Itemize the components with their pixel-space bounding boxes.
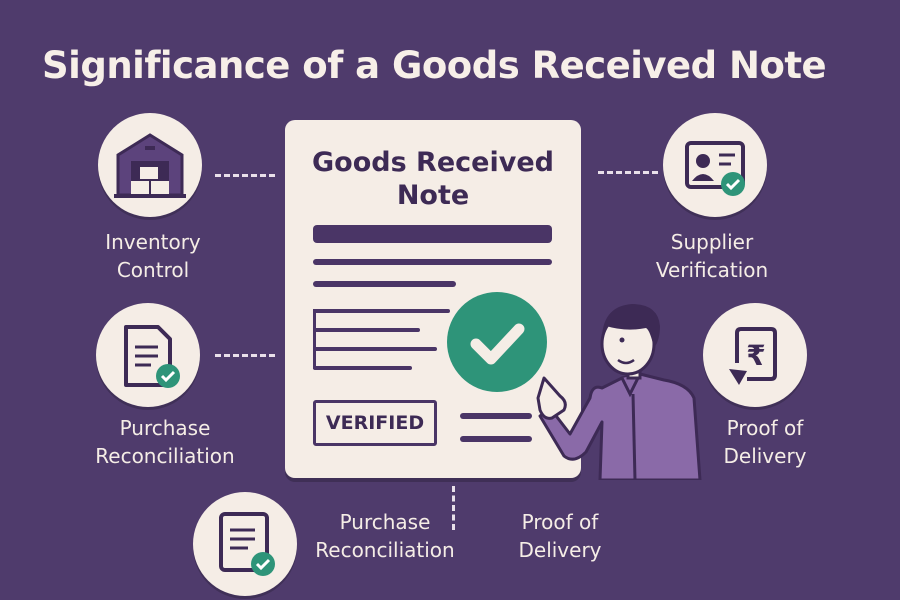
warehouse-icon <box>114 133 186 198</box>
document-line <box>313 259 552 265</box>
document-bracket <box>313 309 316 369</box>
connector-dashes <box>215 174 275 177</box>
document-header-bar <box>313 225 552 243</box>
connector-dashes <box>452 486 455 530</box>
id-card-check-icon <box>685 141 745 196</box>
person-pointing-illustration <box>536 304 702 480</box>
document-line <box>313 328 420 332</box>
document-line <box>313 309 450 313</box>
document-line <box>313 366 412 370</box>
supplier-verification-circle <box>663 113 767 217</box>
page-title: Significance of a Goods Received Note <box>42 44 827 87</box>
check-circle-icon <box>447 292 547 392</box>
connector-dashes <box>598 171 658 174</box>
document-line <box>460 436 532 442</box>
purchase-reconciliation-circle <box>96 303 200 407</box>
connector-dashes <box>215 354 275 357</box>
rupee-receipt-icon: ₹ <box>729 327 777 385</box>
document-line <box>313 347 437 351</box>
document-line <box>460 413 532 419</box>
document-line <box>313 281 456 287</box>
svg-text:₹: ₹ <box>746 339 765 372</box>
inventory-control-circle <box>98 113 202 217</box>
document-check-icon <box>124 325 180 388</box>
proof-of-delivery-circle: ₹ <box>703 303 807 407</box>
document-check-icon <box>219 512 275 576</box>
purchase-reconciliation-circle-bottom <box>193 492 297 596</box>
verified-stamp: VERIFIED <box>313 400 437 446</box>
